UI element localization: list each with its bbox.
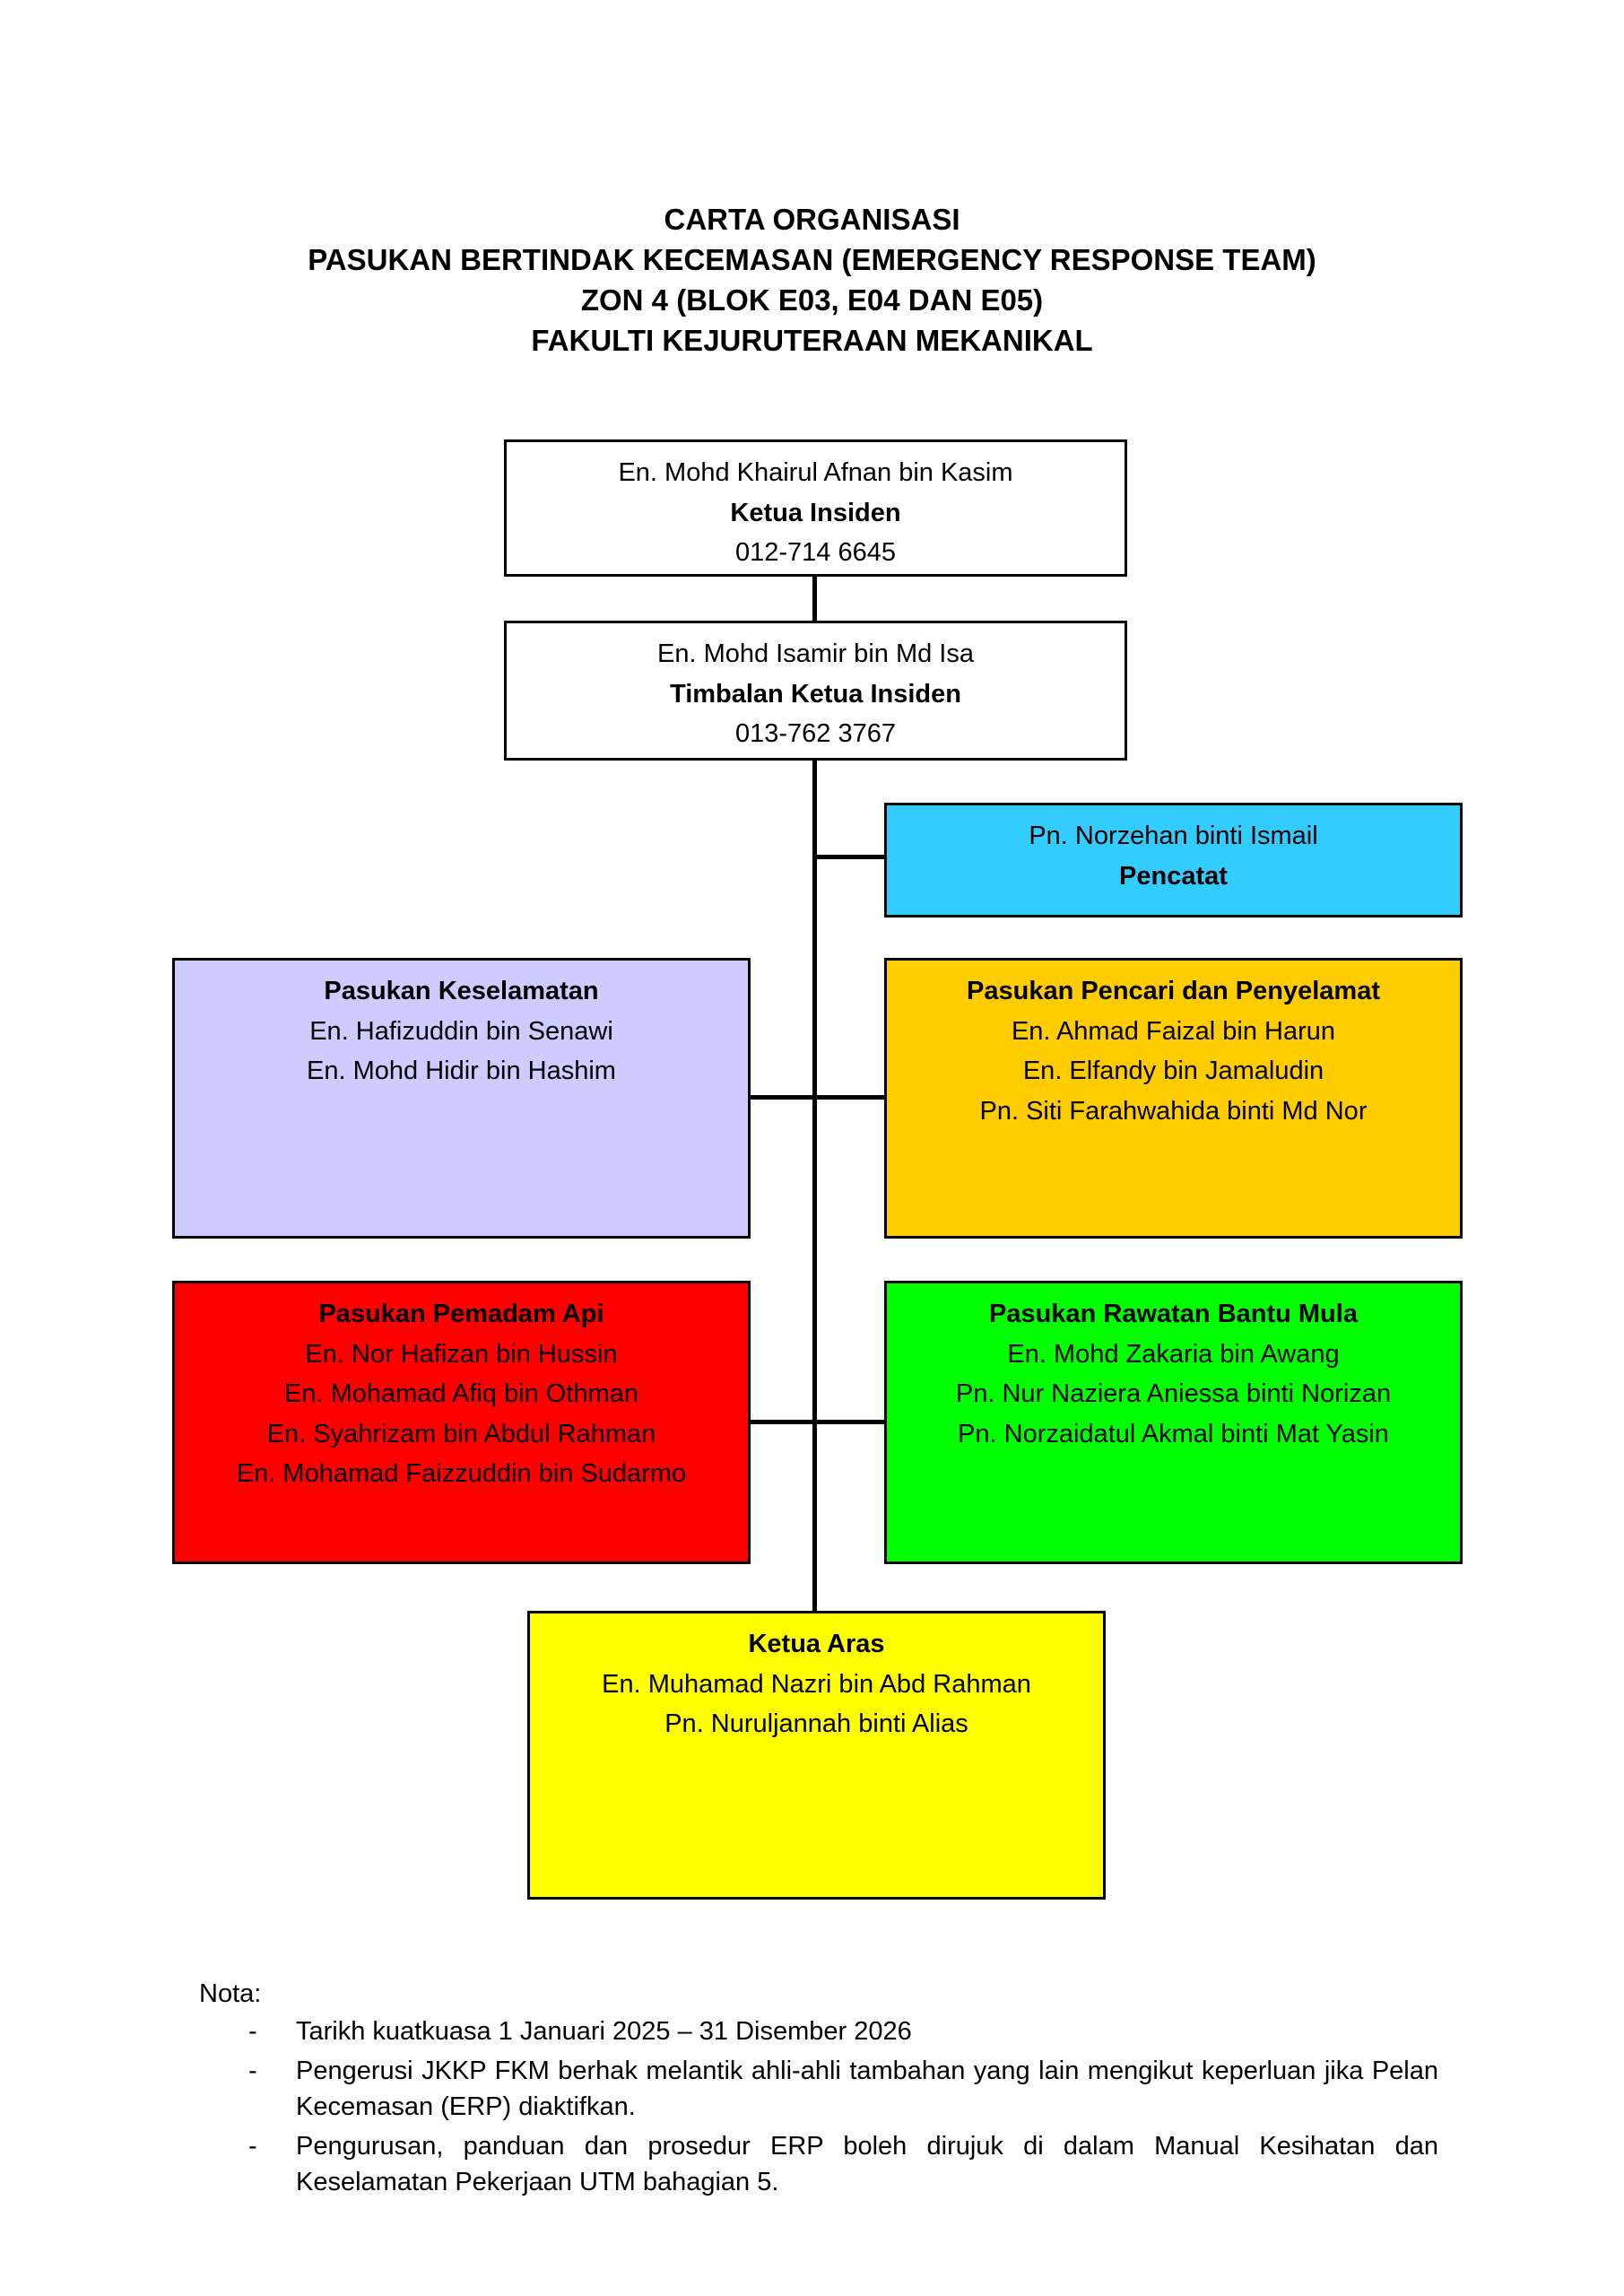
note-item: - Pengerusi JKKP FKM berhak melantik ahl… — [199, 2053, 1438, 2125]
pemadam-member: En. Syahrizam bin Abdul Rahman — [266, 1419, 656, 1448]
note-item: - Tarikh kuatkuasa 1 Januari 2025 – 31 D… — [199, 2013, 1438, 2049]
pencari-member: En. Elfandy bin Jamaludin — [1022, 1057, 1324, 1085]
timbalan-phone: 013-762 3767 — [735, 719, 896, 748]
notes-section: Nota: - Tarikh kuatkuasa 1 Januari 2025 … — [199, 1976, 1438, 2204]
keselamatan-title: Pasukan Keselamatan — [324, 977, 599, 1005]
keselamatan-member: En. Hafizuddin bin Senawi — [309, 1016, 613, 1046]
timbalan-name: En. Mohd Isamir bin Md Isa — [657, 639, 974, 668]
pencatat-name: Pn. Norzehan binti Ismail — [1029, 822, 1318, 850]
notes-title: Nota: — [199, 1979, 262, 2008]
note-dash: - — [248, 2057, 257, 2085]
ketua-insiden-phone: 012-714 6645 — [735, 538, 896, 567]
pemadam-member: En. Mohamad Faizzuddin bin Sudarmo — [236, 1459, 687, 1488]
keselamatan-member: En. Mohd Hidir bin Hashim — [307, 1057, 616, 1085]
title-line-2: PASUKAN BERTINDAK KECEMASAN (EMERGENCY R… — [308, 243, 1316, 276]
pemadam-member: En. Nor Hafizan bin Hussin — [305, 1339, 618, 1369]
ketua-aras-box: Ketua Aras En. Muhamad Nazri bin Abd Rah… — [527, 1611, 1106, 1900]
pencari-member: En. Ahmad Faizal bin Harun — [1011, 1016, 1336, 1046]
title-line-3: ZON 4 (BLOK E03, E04 DAN E05) — [580, 283, 1044, 317]
timbalan-ketua-box: En. Mohd Isamir bin Md Isa Timbalan Ketu… — [504, 621, 1127, 761]
branch-keselamatan-pencari — [748, 1095, 884, 1100]
ketua-insiden-name: En. Mohd Khairul Afnan bin Kasim — [618, 458, 1013, 487]
pasukan-rawatan-box: Pasukan Rawatan Bantu Mula En. Mohd Zaka… — [884, 1281, 1463, 1564]
branch-pencatat — [812, 855, 884, 859]
rawatan-member: Pn. Nur Naziera Aniessa binti Norizan — [955, 1379, 1392, 1408]
rawatan-member: En. Mohd Zakaria bin Awang — [1007, 1339, 1340, 1369]
pasukan-keselamatan-box: Pasukan Keselamatan En. Hafizuddin bin S… — [172, 958, 751, 1239]
pencatat-role: Pencatat — [1119, 861, 1228, 891]
pasukan-pencari-box: Pasukan Pencari dan Penyelamat En. Ahmad… — [884, 958, 1463, 1239]
pemadam-title: Pasukan Pemadam Api — [318, 1300, 604, 1328]
pencatat-box: Pn. Norzehan binti Ismail Pencatat — [884, 803, 1463, 918]
vertical-trunk-top — [812, 574, 817, 622]
note-text: Pengurusan, panduan dan prosedur ERP bol… — [296, 2132, 1438, 2196]
branch-pemadam-rawatan — [748, 1420, 884, 1424]
ketua-aras-member: En. Muhamad Nazri bin Abd Rahman — [602, 1669, 1031, 1699]
pasukan-pemadam-box: Pasukan Pemadam Api En. Nor Hafizan bin … — [172, 1281, 751, 1564]
ketua-insiden-box: En. Mohd Khairul Afnan bin Kasim Ketua I… — [504, 439, 1127, 577]
ketua-aras-title: Ketua Aras — [748, 1630, 885, 1658]
pencari-title: Pasukan Pencari dan Penyelamat — [967, 977, 1380, 1005]
ketua-aras-member: Pn. Nuruljannah binti Alias — [664, 1709, 968, 1738]
pemadam-member: En. Mohamad Afiq bin Othman — [284, 1379, 638, 1408]
note-text: Tarikh kuatkuasa 1 Januari 2025 – 31 Dis… — [296, 2017, 912, 2046]
pencari-member: Pn. Siti Farahwahida binti Md Nor — [979, 1096, 1368, 1126]
rawatan-title: Pasukan Rawatan Bantu Mula — [989, 1300, 1358, 1328]
chart-title: CARTA ORGANISASI PASUKAN BERTINDAK KECEM… — [0, 199, 1624, 361]
vertical-trunk — [812, 759, 817, 1611]
rawatan-member: Pn. Norzaidatul Akmal binti Mat Yasin — [958, 1419, 1389, 1448]
title-line-4: FAKULTI KEJURUTERAAN MEKANIKAL — [531, 324, 1093, 357]
note-dash: - — [248, 2017, 257, 2046]
note-item: - Pengurusan, panduan dan prosedur ERP b… — [199, 2128, 1438, 2200]
note-dash: - — [248, 2132, 257, 2161]
note-text: Pengerusi JKKP FKM berhak melantik ahli-… — [296, 2057, 1438, 2121]
timbalan-role: Timbalan Ketua Insiden — [670, 679, 961, 709]
ketua-insiden-role: Ketua Insiden — [730, 498, 901, 527]
title-line-1: CARTA ORGANISASI — [664, 203, 960, 236]
